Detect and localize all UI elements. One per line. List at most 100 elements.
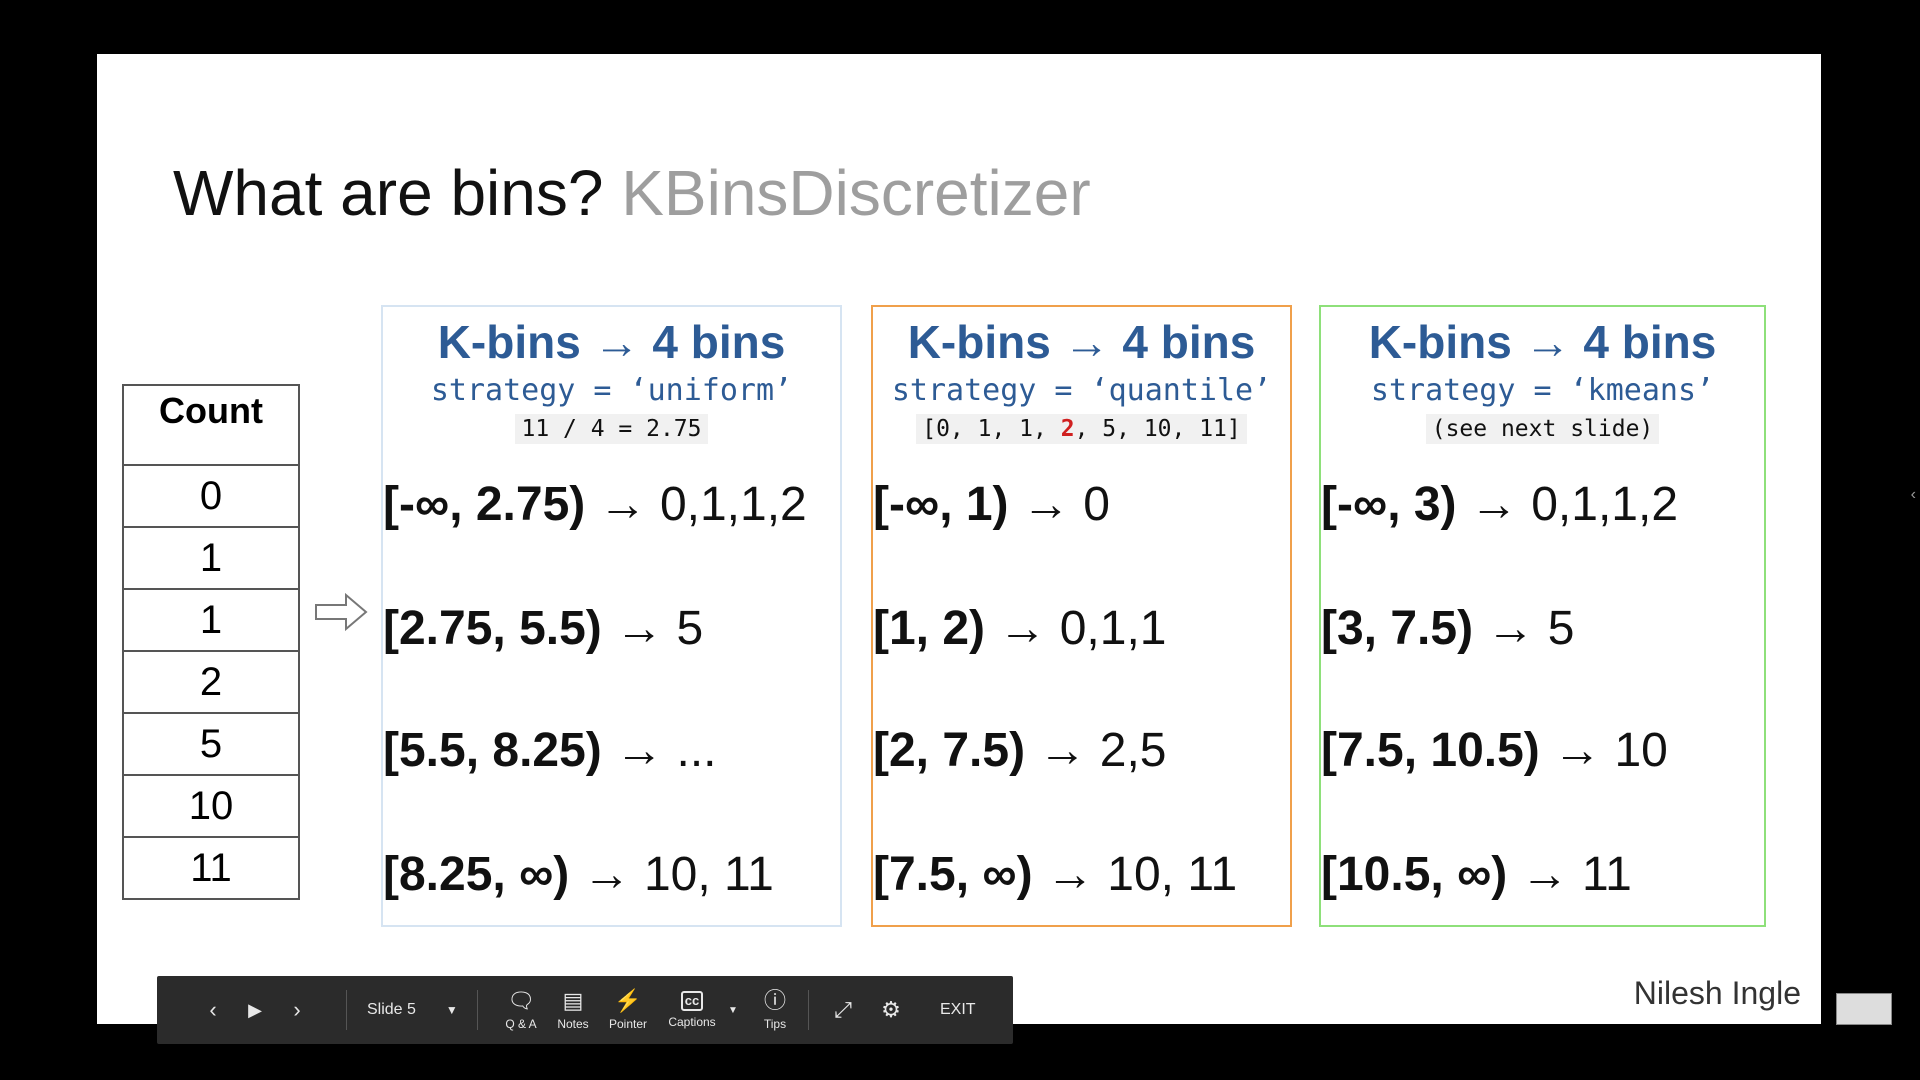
pointer-button[interactable]: ⚡ Pointer — [603, 976, 653, 1044]
panel-heading: K-bins → 4 bins — [437, 316, 786, 368]
settings-button[interactable]: ⚙ — [873, 976, 909, 1044]
exit-fullscreen-button[interactable]: ⤢ — [825, 976, 861, 1044]
bin-result: → 5 — [615, 602, 704, 655]
qa-button[interactable]: 🗨 Q & A — [499, 976, 543, 1044]
bin-result: → 10, 11 — [1045, 848, 1238, 901]
bin-interval: [-∞, 2.75) — [383, 478, 586, 531]
panel-uniform: K-bins → 4 bins strategy = ‘uniform’ 11 … — [381, 305, 842, 927]
note-text: , 5, 10, 11] — [1074, 416, 1241, 442]
bin-row: [-∞, 2.75) → 0,1,1,2 — [383, 477, 807, 532]
count-cell: 10 — [122, 774, 300, 838]
next-slide-button[interactable]: › — [283, 976, 311, 1044]
gear-icon: ⚙ — [881, 997, 901, 1022]
bin-interval: [-∞, 3) — [1321, 478, 1457, 531]
count-cell: 0 — [122, 464, 300, 528]
notes-icon: ▤ — [562, 988, 584, 1013]
bin-interval: [2, 7.5) — [873, 724, 1026, 777]
panel-strategy: strategy = ‘kmeans’ — [1370, 373, 1715, 408]
captions-icon: cc — [680, 991, 704, 1011]
bin-row: [-∞, 1) → 0 — [873, 477, 1110, 532]
panel-heading: K-bins → 4 bins — [907, 316, 1256, 368]
bin-result: → 0,1,1,2 — [1469, 478, 1679, 531]
panel-strategy: strategy = ‘uniform’ — [430, 373, 793, 408]
caret-down-icon: ▼ — [445, 1003, 458, 1017]
play-button[interactable]: ▶ — [241, 976, 269, 1044]
bin-interval: [10.5, ∞) — [1321, 848, 1508, 901]
notes-button[interactable]: ▤ Notes — [551, 976, 595, 1044]
bin-row: [5.5, 8.25) → ... — [383, 723, 716, 778]
presenter-video-thumbnail — [1836, 993, 1892, 1025]
author-name: Nilesh Ingle — [1633, 975, 1801, 1011]
bin-interval: [5.5, 8.25) — [383, 724, 602, 777]
captions-dropdown[interactable]: ▼ — [725, 976, 741, 1044]
panel-note: (see next slide) — [1321, 414, 1764, 444]
count-cell: 2 — [122, 650, 300, 714]
tips-button[interactable]: ⓘ Tips — [753, 976, 797, 1044]
bin-interval: [3, 7.5) — [1321, 602, 1474, 655]
exit-label: EXIT — [940, 1001, 976, 1018]
pointer-icon: ⚡ — [614, 988, 642, 1013]
bin-result: → 0 — [1021, 478, 1110, 531]
bin-interval: [2.75, 5.5) — [383, 602, 602, 655]
panel-kmeans: K-bins → 4 bins strategy = ‘kmeans’ (see… — [1319, 305, 1766, 927]
toolbar-divider — [477, 990, 478, 1030]
bin-result: → 10 — [1553, 724, 1668, 777]
note-text: [0, 1, 1, — [922, 416, 1061, 442]
caret-down-icon: ▼ — [728, 1004, 738, 1016]
presenter-toolbar: ‹ ▶ › Slide 5 ▼ 🗨 Q & A ▤ Notes ⚡ Pointe… — [157, 976, 1013, 1044]
bin-interval: [8.25, ∞) — [383, 848, 570, 901]
panel-note: 11 / 4 = 2.75 — [383, 414, 840, 444]
bin-result: → 5 — [1486, 602, 1575, 655]
bin-row: [3, 7.5) → 5 — [1321, 601, 1574, 656]
count-header: Count — [122, 384, 300, 466]
notes-label: Notes — [557, 1017, 589, 1031]
count-cell: 11 — [122, 836, 300, 900]
chevron-left-icon[interactable]: ‹ — [1910, 486, 1916, 503]
bin-result: → 11 — [1520, 848, 1632, 901]
bin-row: [2.75, 5.5) → 5 — [383, 601, 703, 656]
panel-note: [0, 1, 1, 2, 5, 10, 11] — [873, 414, 1290, 444]
bin-interval: [1, 2) — [873, 602, 986, 655]
note-highlight: 2 — [1060, 416, 1075, 442]
pointer-label: Pointer — [608, 1017, 648, 1031]
title-sub: KBinsDiscretizer — [621, 157, 1091, 229]
captions-label: Captions — [668, 1015, 716, 1029]
panel-strategy: strategy = ‘quantile’ — [891, 373, 1272, 408]
qa-label: Q & A — [505, 1017, 537, 1031]
bin-row: [7.5, ∞) → 10, 11 — [873, 847, 1237, 902]
panel-quantile: K-bins → 4 bins strategy = ‘quantile’ [0… — [871, 305, 1292, 927]
right-arrow-icon — [315, 592, 368, 632]
bin-result: → 2,5 — [1038, 724, 1167, 777]
prev-slide-button[interactable]: ‹ — [199, 976, 227, 1044]
bin-row: [1, 2) → 0,1,1 — [873, 601, 1166, 656]
toolbar-divider — [346, 990, 347, 1030]
bin-row: [8.25, ∞) → 10, 11 — [383, 847, 774, 902]
count-table: Count 0 1 1 2 5 10 11 — [122, 384, 300, 900]
bin-interval: [7.5, 10.5) — [1321, 724, 1540, 777]
note-text: 11 / 4 = 2.75 — [521, 416, 702, 442]
slide-canvas: What are bins? KBinsDiscretizer Count 0 … — [97, 54, 1821, 1024]
captions-button[interactable]: cc Captions — [663, 976, 721, 1044]
chevron-left-icon: ‹ — [209, 997, 217, 1022]
tips-label: Tips — [763, 1017, 787, 1031]
slide-title: What are bins? KBinsDiscretizer — [173, 156, 1091, 230]
toolbar-divider — [808, 990, 809, 1030]
count-cell: 5 — [122, 712, 300, 776]
slide-label: Slide 5 — [367, 1001, 416, 1018]
bin-interval: [7.5, ∞) — [873, 848, 1033, 901]
panel-heading: K-bins → 4 bins — [1368, 316, 1717, 368]
exit-button[interactable]: EXIT — [940, 976, 976, 1044]
bin-row: [7.5, 10.5) → 10 — [1321, 723, 1668, 778]
title-main: What are bins? — [173, 157, 604, 229]
info-icon: ⓘ — [763, 988, 786, 1013]
play-icon: ▶ — [248, 1000, 262, 1020]
bin-result: → 0,1,1,2 — [598, 478, 807, 531]
count-cell: 1 — [122, 526, 300, 590]
bin-result: → 10, 11 — [582, 848, 774, 901]
bin-result: → ... — [615, 724, 717, 777]
count-cell: 1 — [122, 588, 300, 652]
bin-row: [-∞, 3) → 0,1,1,2 — [1321, 477, 1678, 532]
collapse-icon: ⤢ — [834, 997, 852, 1022]
slide-selector[interactable]: Slide 5 ▼ — [367, 976, 458, 1044]
bin-interval: [-∞, 1) — [873, 478, 1009, 531]
